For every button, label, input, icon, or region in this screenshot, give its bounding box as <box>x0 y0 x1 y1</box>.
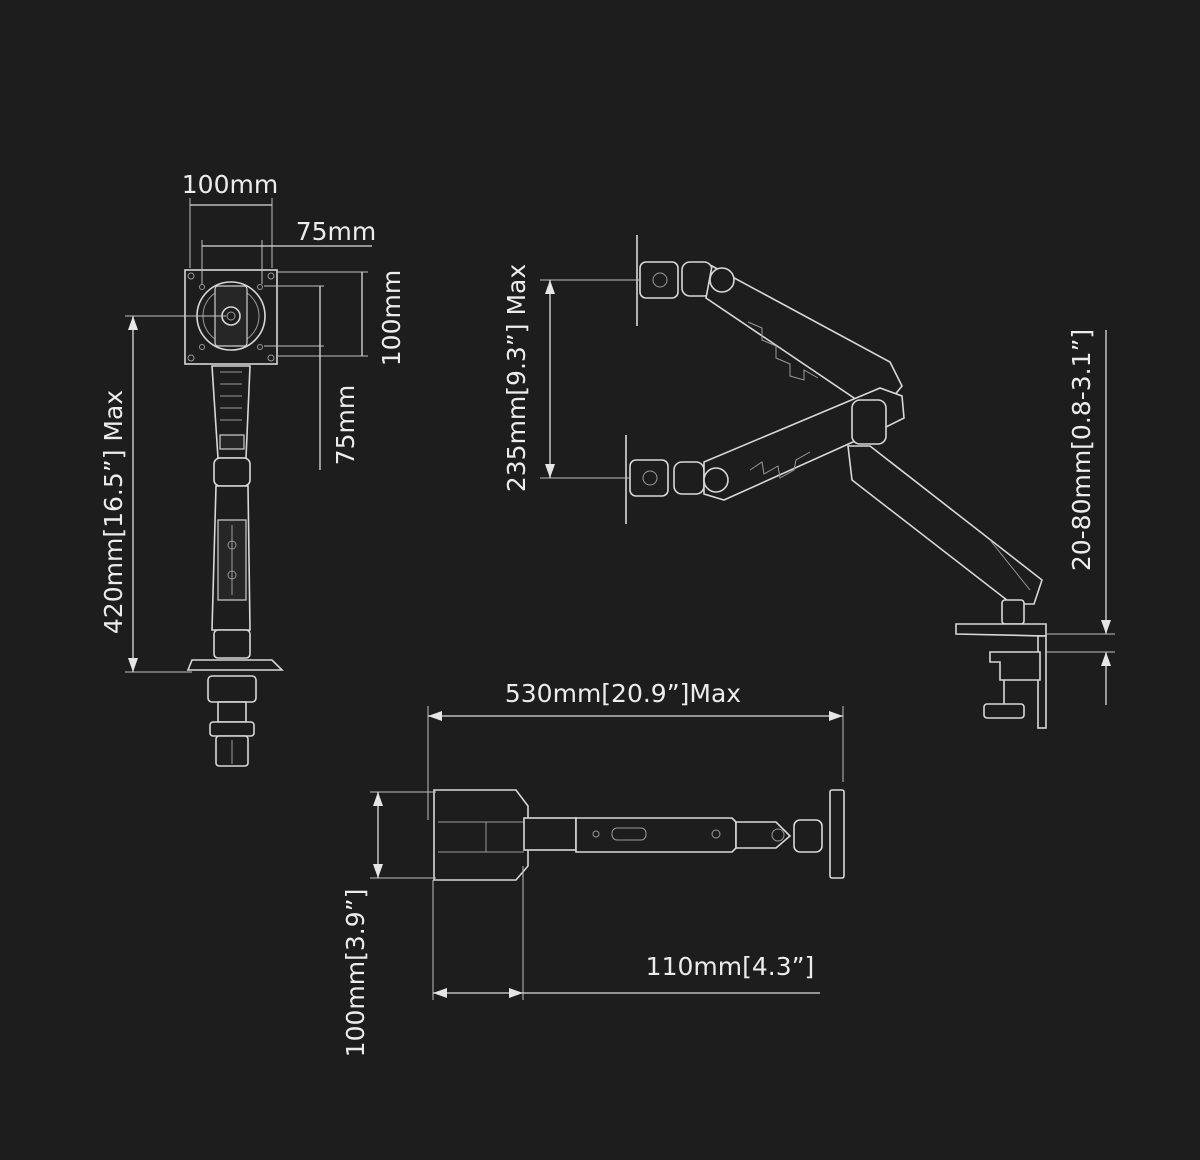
front-dimensions <box>125 198 372 673</box>
upper-arm-raised <box>705 264 903 409</box>
clamp-top <box>433 789 529 881</box>
side-base <box>955 623 1047 637</box>
clamp-knob <box>983 703 1025 719</box>
side-dimensions <box>540 279 1115 705</box>
top-dimensions <box>370 706 844 1000</box>
label-desk-thickness: 20-80mm[0.8-3.1”] <box>1067 329 1096 571</box>
desk-base <box>186 659 284 671</box>
side-view <box>625 235 1047 729</box>
pole <box>213 629 251 659</box>
arm-segment-1 <box>523 817 577 851</box>
label-base-width: 110mm[4.3”] <box>646 952 815 981</box>
clamp-body <box>1037 635 1047 729</box>
label-arm-reach: 530mm[20.9”]Max <box>505 679 741 708</box>
label-height-adjust: 235mm[9.3”] Max <box>502 264 531 492</box>
front-view <box>184 269 284 767</box>
tilt-head <box>793 819 823 853</box>
elbow-joint <box>213 457 251 487</box>
label-vesa-width: 100mm <box>182 170 278 199</box>
label-pole-height: 420mm[16.5”] Max <box>99 390 128 634</box>
label-vesa-inner-height: 75mm <box>331 385 360 466</box>
side-post <box>1001 599 1025 625</box>
monitor-plate-top <box>829 789 845 879</box>
label-vesa-height: 100mm <box>377 270 406 366</box>
label-base-depth: 100mm[3.9”] <box>341 889 370 1058</box>
label-vesa-inner-width: 75mm <box>296 217 377 246</box>
main-arm <box>847 445 1043 605</box>
side-elbow <box>851 399 887 445</box>
top-view <box>433 789 845 881</box>
arm-segment-3 <box>735 821 792 849</box>
